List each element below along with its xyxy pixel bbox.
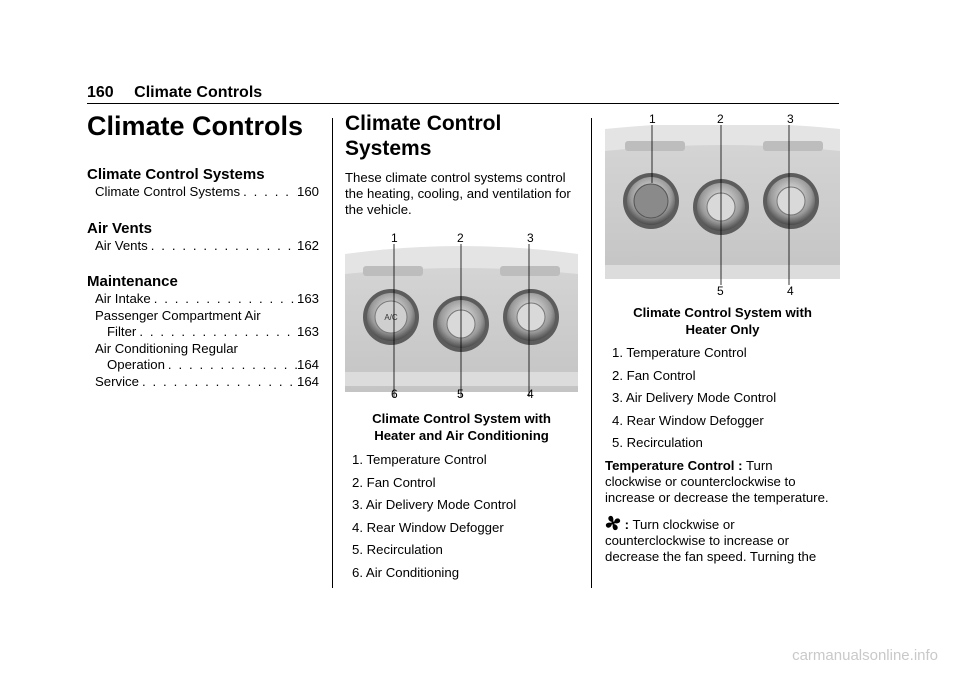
toc-entry-text: Climate Control Systems	[95, 184, 241, 199]
temperature-label: Temperature Control :	[605, 457, 743, 473]
knob-ac: A/C	[363, 289, 419, 345]
column-divider-1	[332, 118, 333, 588]
watermark: carmanualsonline.info	[792, 647, 938, 664]
toc-entry-text: Air Conditioning Regular	[95, 340, 238, 356]
legend-item: 3. Air Delivery Mode Control	[352, 497, 517, 512]
column-divider-2	[591, 118, 592, 588]
caption-line2: Heater Only	[685, 321, 760, 337]
toc-leader: . . . . . . . . . . . . . . . . . . . . …	[139, 324, 297, 339]
toc-entry[interactable]: Air Intake . . . . . . . . . . . . . . .…	[87, 291, 319, 308]
callout-5: 5	[717, 284, 724, 298]
toc-leader: . . . . . . . . . . . . . . . .	[243, 184, 297, 199]
toc-title: Climate Controls	[87, 111, 304, 141]
legend-item: 5. Recirculation	[612, 435, 703, 450]
figure-caption-1: Climate Control System with Heater and A…	[345, 411, 578, 444]
page-number: 160	[87, 84, 114, 101]
svg-text:A/C: A/C	[384, 313, 398, 322]
figure-caption-2: Climate Control System with Heater Only	[605, 305, 840, 338]
toc-entry[interactable]: Air Conditioning Regular	[87, 341, 319, 358]
callout-6: 6	[391, 387, 398, 401]
figure-heater-ac: 1 2 3 A/C	[345, 230, 578, 403]
section-title-line1: Climate Control	[345, 112, 502, 135]
toc-entry-text: Air Vents	[95, 237, 148, 253]
temperature-paragraph: Temperature Control : Turn clockwise or …	[605, 458, 840, 506]
legend-item: 4. Rear Window Defogger	[352, 519, 504, 535]
toc-entry-text: Operation	[107, 357, 165, 372]
toc-entry-page: 163	[296, 291, 319, 306]
toc-entry[interactable]: Operation . . . . . . . . . . . . . . . …	[87, 357, 319, 374]
callout-4: 4	[787, 284, 794, 298]
legend-item: 3. Air Delivery Mode Control	[612, 390, 777, 405]
toc-column: Climate Controls Climate Control Systems…	[87, 110, 319, 390]
callout-2: 2	[717, 112, 724, 126]
toc-heading-air-vents[interactable]: Air Vents	[87, 219, 153, 237]
toc-leader: . . . . . . . . . . . . . . . . . . . . …	[141, 373, 297, 389]
callout-3: 3	[527, 231, 534, 245]
fan-paragraph: : Turn clockwise or counterclockwise to …	[605, 515, 840, 565]
caption-line2: Heater and Air Conditioning	[374, 427, 549, 443]
callout-1: 1	[649, 112, 656, 126]
legend-item: 6. Air Conditioning	[352, 564, 460, 580]
intro-paragraph: These climate control systems control th…	[345, 170, 571, 217]
header-title: Climate Controls	[134, 84, 263, 101]
fan-icon	[605, 515, 621, 530]
toc-entry-page: 162	[296, 237, 319, 253]
toc-entry-text: Filter	[107, 324, 137, 339]
toc-leader: . . . . . . . . . . . . . . . . . . . . …	[153, 291, 297, 306]
caption-line1: Climate Control System with	[633, 305, 812, 320]
toc-entry-text: Service	[95, 373, 139, 389]
legend-item: 4. Rear Window Defogger	[612, 412, 764, 428]
section-title: Climate Control Systems	[345, 111, 578, 161]
temperature-text: clockwise or counterclockwise to increas…	[605, 473, 829, 505]
toc-entry[interactable]: Air Vents . . . . . . . . . . . . . . . …	[87, 238, 319, 255]
callout-1: 1	[391, 231, 398, 245]
figure-heater-only: 1 2 3	[605, 111, 840, 301]
legend-item: 2. Fan Control	[352, 474, 436, 490]
toc-leader: . . . . . . . . . . . . . . . . . . . . …	[150, 237, 297, 253]
climate-panel-illustration-2	[605, 125, 840, 285]
toc-entry-text: Air Intake	[95, 291, 151, 306]
toc-entry[interactable]: Filter . . . . . . . . . . . . . . . . .…	[87, 324, 319, 341]
callout-2: 2	[457, 231, 464, 245]
figure-legend-2: 1. Temperature Control 2. Fan Control 3.…	[605, 345, 840, 451]
toc-leader: . . . . . . . . . . . . . . . . . . . . …	[167, 357, 297, 372]
fan-text: counterclockwise to increase or decrease…	[605, 532, 817, 564]
page-header: 160 Climate Controls	[87, 84, 262, 102]
legend-item: 1. Temperature Control	[612, 345, 747, 360]
toc-entry-text: Passenger Compartment Air	[95, 307, 261, 323]
content-column-2: Climate Control Systems These climate co…	[345, 111, 578, 587]
toc-entry-page: 160	[296, 184, 319, 199]
fan-text-inline: Turn clockwise or	[629, 516, 735, 532]
toc-entry[interactable]: Climate Control Systems . . . . . . . . …	[87, 184, 319, 201]
legend-item: 2. Fan Control	[612, 367, 696, 383]
temperature-text-inline: Turn	[742, 457, 773, 473]
caption-line1: Climate Control System with	[372, 411, 551, 426]
figure-legend-1: 1. Temperature Control 2. Fan Control 3.…	[345, 452, 578, 581]
callout-4: 4	[527, 387, 534, 401]
fan-label: :	[621, 516, 630, 532]
toc-entry[interactable]: Passenger Compartment Air	[87, 308, 319, 325]
climate-panel-illustration-1: A/C	[345, 244, 578, 397]
header-rule	[87, 103, 839, 104]
toc-entry[interactable]: Service . . . . . . . . . . . . . . . . …	[87, 374, 319, 391]
legend-item: 5. Recirculation	[352, 542, 443, 557]
callout-5: 5	[457, 387, 464, 401]
toc-entry-page: 164	[296, 373, 319, 389]
toc-heading-maintenance[interactable]: Maintenance	[87, 273, 178, 290]
toc-entry-page: 164	[296, 357, 319, 372]
legend-item: 1. Temperature Control	[352, 452, 487, 467]
callout-3: 3	[787, 112, 794, 126]
section-title-line2: Systems	[345, 137, 432, 160]
toc-entry-page: 163	[296, 324, 319, 339]
content-column-3: 1 2 3	[605, 111, 840, 565]
toc-heading-climate[interactable]: Climate Control Systems	[87, 166, 265, 183]
